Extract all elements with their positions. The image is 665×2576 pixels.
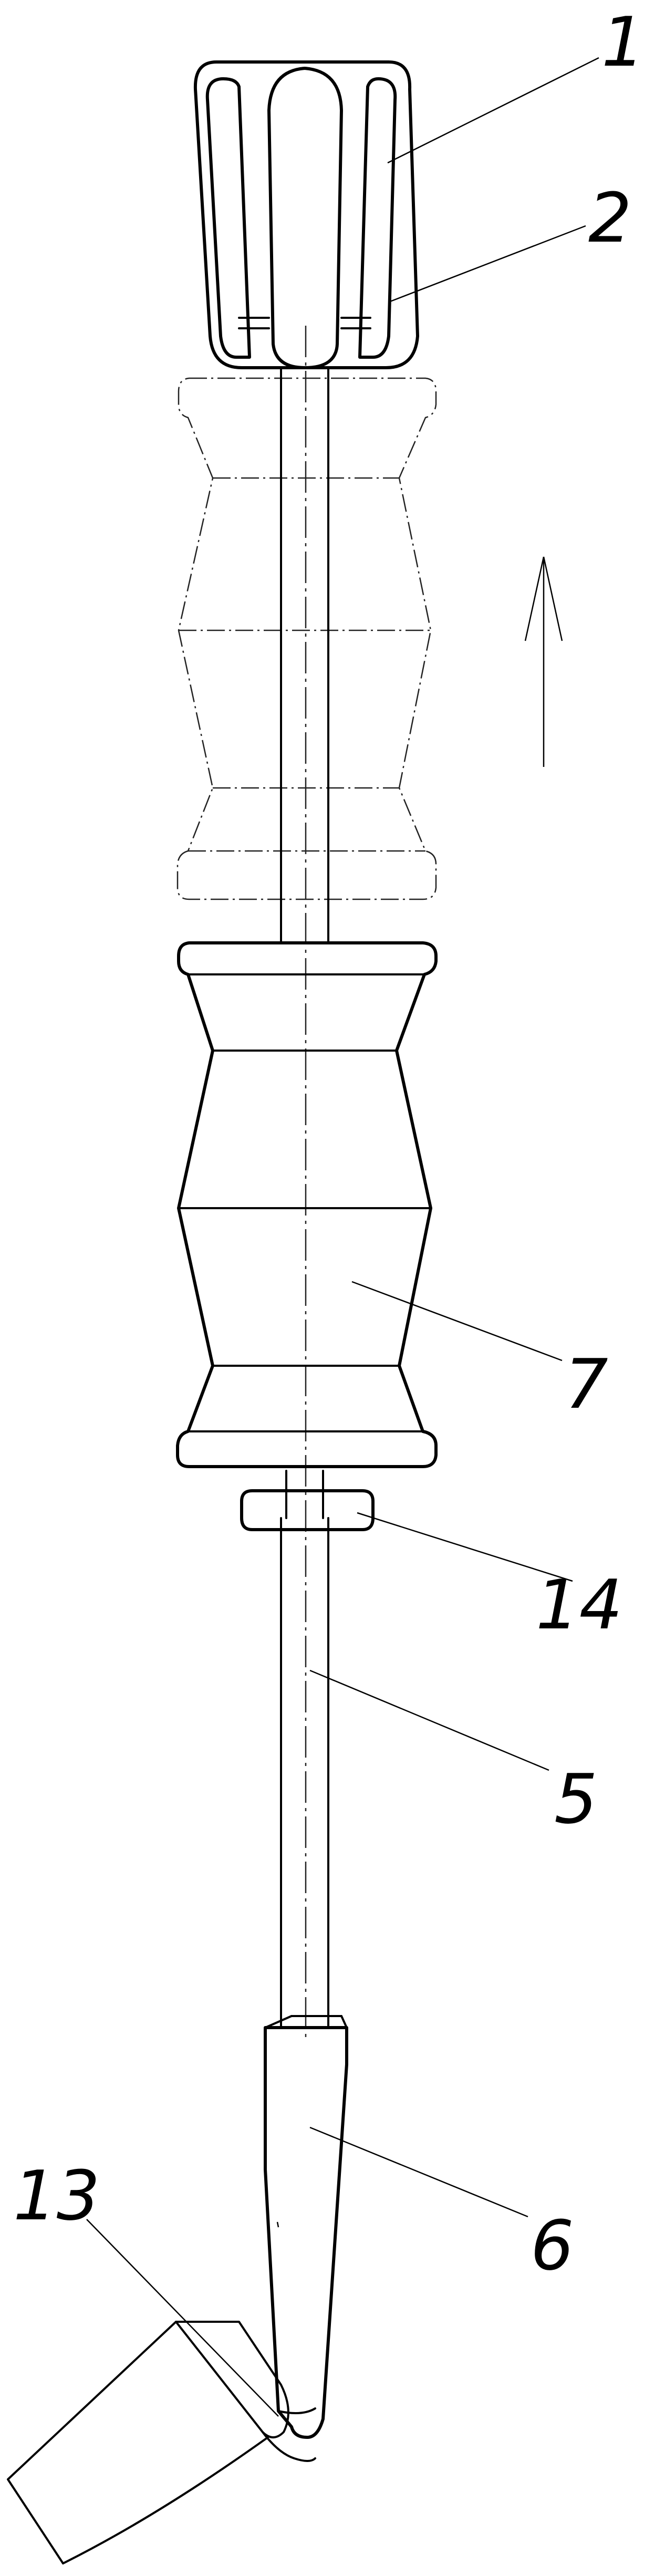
leader-13 [86, 2219, 279, 2417]
tip [264, 2015, 348, 2439]
callout-14: 14 [536, 1565, 622, 1645]
leader-2 [388, 225, 586, 303]
callout-1: 1 [601, 2, 645, 82]
handle-phantom-outline [176, 377, 437, 900]
leader-6 [309, 2126, 528, 2218]
shaft [280, 367, 329, 2029]
workpiece [7, 2321, 316, 2564]
collar [240, 1489, 375, 1531]
leader-7 [351, 1281, 563, 1362]
knob-cap [193, 60, 419, 369]
callout-5: 5 [554, 1759, 598, 1839]
callout-2: 2 [588, 178, 632, 258]
leader-14 [357, 1512, 573, 1582]
leader-5 [309, 1669, 549, 1771]
leader-1 [387, 57, 599, 164]
callout-7: 7 [565, 1344, 608, 1424]
callout-13: 13 [13, 2156, 100, 2236]
handle-grip [176, 941, 438, 1468]
callout-6: 6 [531, 2206, 574, 2286]
arrow-up-icon [524, 556, 563, 767]
